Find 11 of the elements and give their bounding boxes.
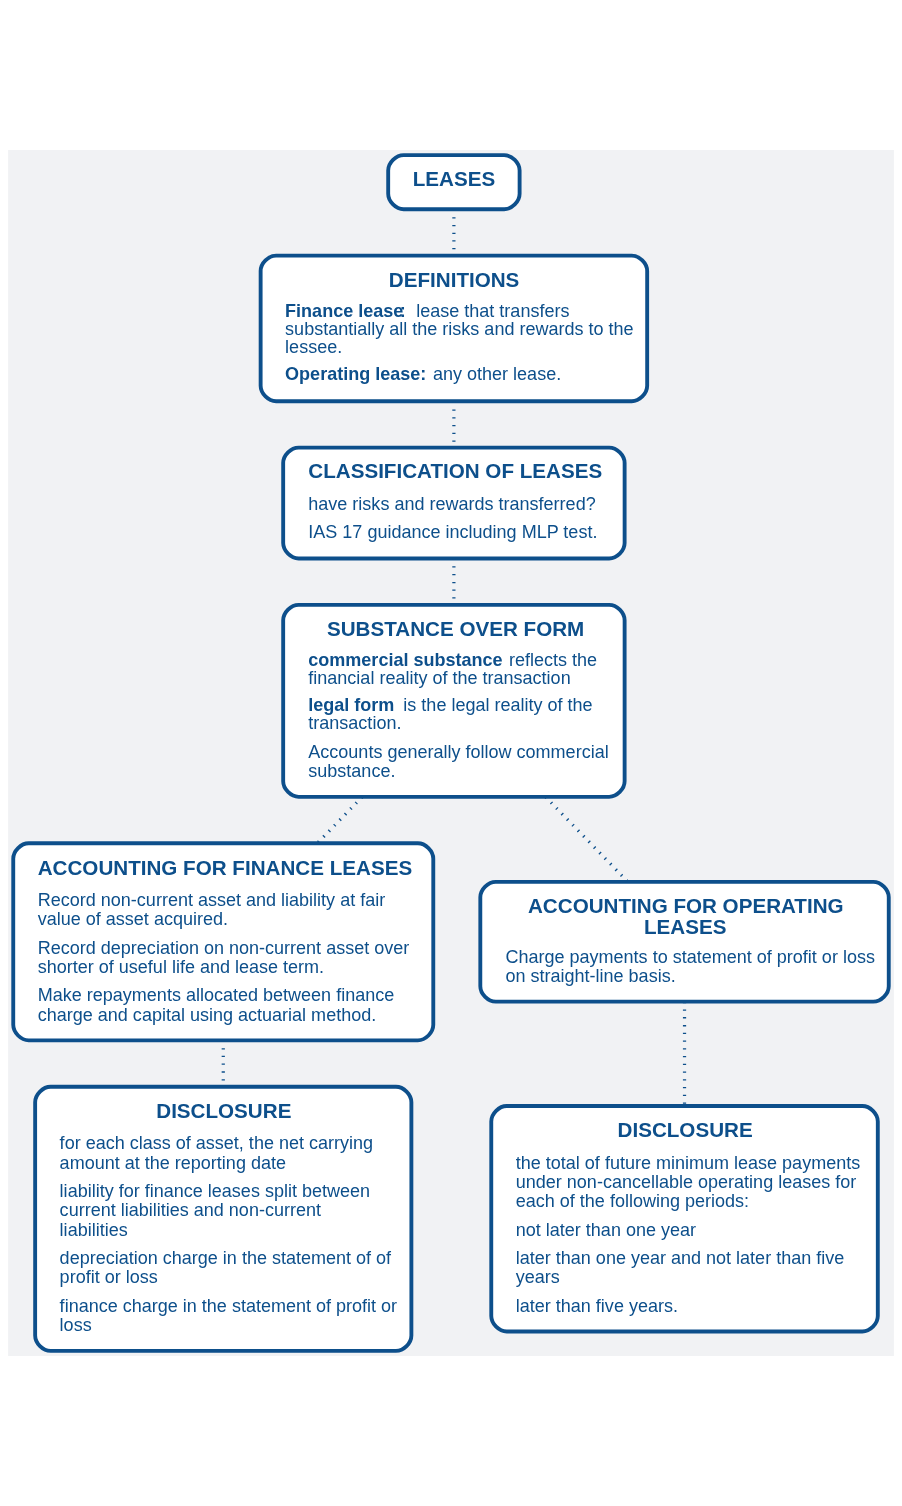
node-box: LEASES <box>386 153 522 212</box>
connector <box>544 795 629 883</box>
connector <box>316 795 364 845</box>
node-box: ACCOUNTING FOR OPERATING LEASES Charge payments to statement of profit or loss on straight-line basis. <box>478 879 891 1004</box>
node-box: DISCLOSURE for each class of asset, the net carrying amount at the reporting date liability for finance leases split between current liabilities and non-current liabilities depreciation charge in the statement of of profit or loss finance charge in the statement of profit or loss <box>33 1084 414 1353</box>
node-box: CLASSIFICATION OF LEASES have risks and rewards transferred? IAS 17 guidance including MLP test. <box>281 445 627 561</box>
connector <box>682 1001 687 1106</box>
node-box: DEFINITIONS Finance lease: lease that transfers substantially all the risks and rewards to the lessee. Operating lease: any other lease. <box>258 253 650 404</box>
node-box: SUBSTANCE OVER FORM commercial substance reflects the financial reality of the transaction legal form is the legal reality of the transaction. Accounts generally follow commercial substance. <box>281 602 627 799</box>
node-box: ACCOUNTING FOR FINANCE LEASES Record non-current asset and liability at fair value of asset acquired. Record depreciation on non-current asset over shorter of useful life and lease term. Make repayments allocated between finance charge and capital using actuarial method. <box>11 841 436 1043</box>
node-box: DISCLOSURE the total of future minimum lease payments under non-cancellable operating leases for each of the following periods: not later than one year later than one year and not later than five years later than five years. <box>489 1104 880 1334</box>
